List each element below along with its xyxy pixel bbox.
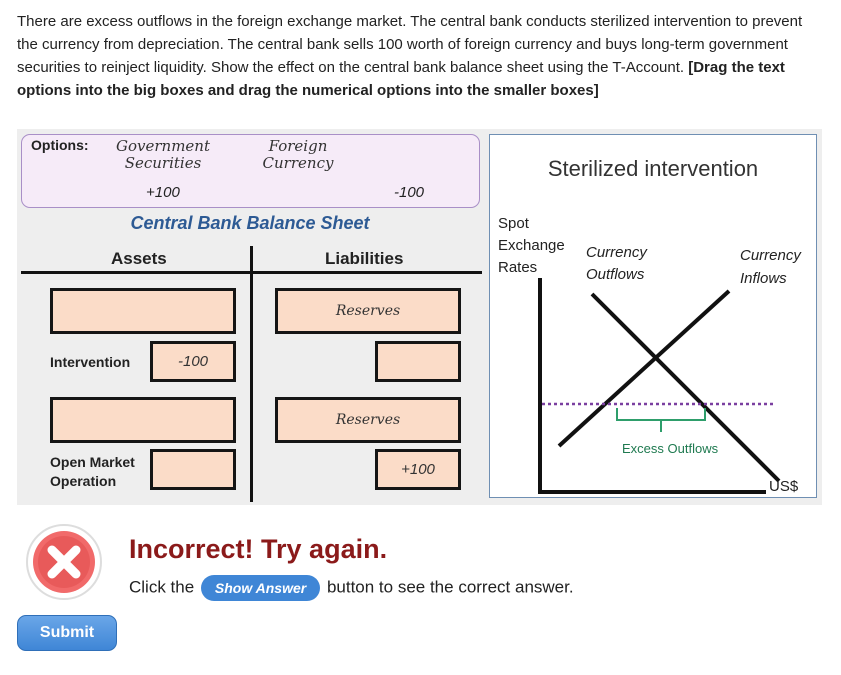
option-government-securities[interactable]: Government Securities <box>108 138 218 172</box>
liability-number-dropzone-2[interactable]: +100 <box>375 449 461 490</box>
liability-text-1: Reserves <box>335 303 401 319</box>
question-instruction: [Drag the text options into the big boxe… <box>17 59 785 99</box>
option-minus-100[interactable]: -100 <box>394 184 425 201</box>
assets-header: Assets <box>111 249 167 268</box>
feedback-text-after: button to see the correct answer. <box>326 577 574 597</box>
show-answer-button[interactable]: Show Answer <box>200 575 321 601</box>
row-label-intervention: Intervention <box>50 354 131 370</box>
liability-text-dropzone-1[interactable]: Reserves <box>275 288 461 334</box>
liability-text-2: Reserves <box>335 412 401 428</box>
question-body: There are excess outflows in the foreign… <box>17 13 803 76</box>
asset-number-1: -100 <box>177 353 209 370</box>
feedback-text-before: Click the <box>129 577 195 597</box>
x-circle-icon <box>26 524 102 600</box>
feedback-title: Incorrect! Try again. <box>129 534 388 564</box>
diagram-ylabel-line3: Rates <box>498 259 537 276</box>
option-for-line2: Currency <box>262 154 334 172</box>
asset-number-dropzone-2[interactable] <box>150 449 236 490</box>
t-account-vertical-line <box>250 246 253 502</box>
liabilities-header: Liabilities <box>325 249 404 268</box>
question-text: There are excess outflows in the foreign… <box>17 10 817 102</box>
diagram-title: Sterilized intervention <box>547 156 759 181</box>
curve2-label-line2: Inflows <box>740 270 787 287</box>
row-label-open-market-operation: Open Market Operation <box>50 453 135 491</box>
feedback-message: Click the Show Answer button to see the … <box>129 575 574 601</box>
option-plus-100[interactable]: +100 <box>146 184 180 201</box>
diagram-ylabel-line1: Spot <box>498 215 530 232</box>
currency-outflows-curve <box>590 292 781 483</box>
balance-sheet-title: Central Bank Balance Sheet <box>130 213 370 233</box>
asset-number-dropzone-1[interactable]: -100 <box>150 341 236 382</box>
asset-text-dropzone-1[interactable] <box>50 288 236 334</box>
options-label: Options: <box>31 137 89 153</box>
option-gov-line1: Government <box>116 137 210 155</box>
curve1-label-line2: Outflows <box>586 266 645 283</box>
sterilized-intervention-diagram <box>489 134 817 498</box>
option-gov-line2: Securities <box>124 154 202 172</box>
submit-button[interactable]: Submit <box>17 615 117 651</box>
option-for-line1: Foreign <box>268 137 328 155</box>
liability-number-dropzone-1[interactable] <box>375 341 461 382</box>
options-tray <box>21 134 480 208</box>
liability-text-dropzone-2[interactable]: Reserves <box>275 397 461 443</box>
row-omo-line2: Operation <box>50 473 117 489</box>
liability-number-2: +100 <box>401 461 435 478</box>
excess-outflows-label: Excess Outflows <box>622 441 719 456</box>
diagram-xlabel: US$ <box>769 478 799 495</box>
currency-inflows-curve <box>557 289 731 448</box>
curve1-label-line1: Currency <box>586 244 648 261</box>
diagram-graphic: Spot Exchange Rates Excess Outflows Curr… <box>498 215 802 495</box>
asset-text-dropzone-2[interactable] <box>50 397 236 443</box>
excess-outflows-bracket <box>616 408 706 432</box>
row-omo-line1: Open Market <box>50 454 135 470</box>
diagram-ylabel-line2: Exchange <box>498 237 565 254</box>
curve2-label-line1: Currency <box>740 247 802 264</box>
option-foreign-currency[interactable]: Foreign Currency <box>252 138 344 172</box>
